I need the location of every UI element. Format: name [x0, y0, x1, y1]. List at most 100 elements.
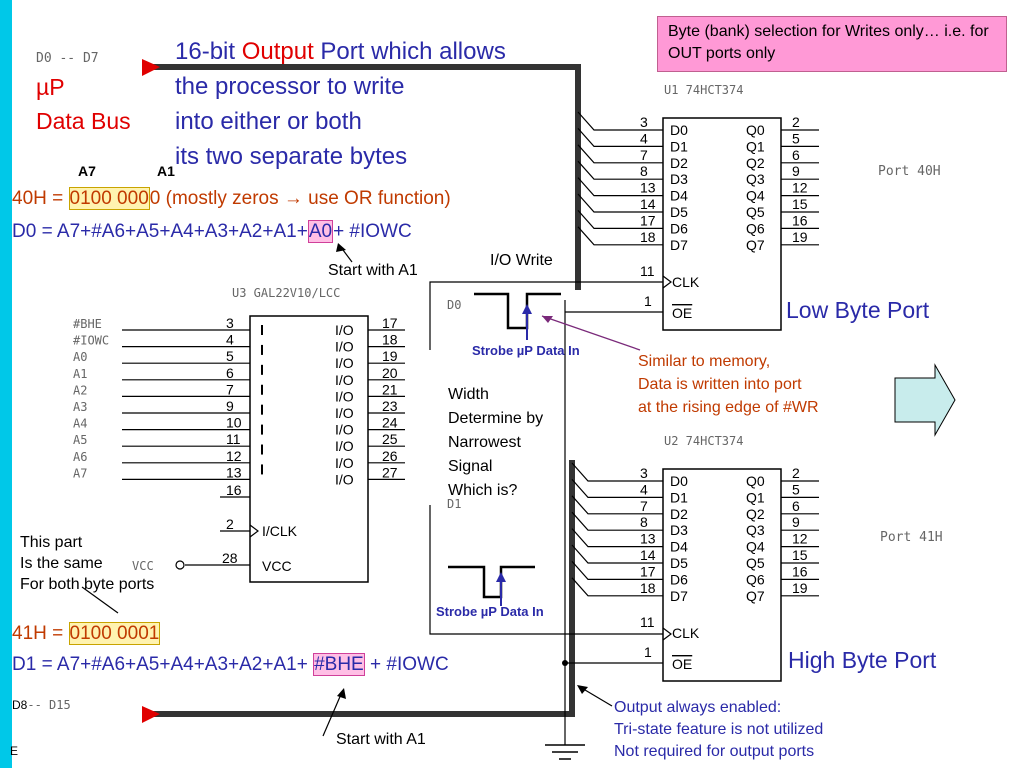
u1-d-label: D3	[670, 171, 688, 187]
u1-out-pin: 12	[792, 180, 808, 196]
u1-clk-triangle	[662, 275, 672, 289]
d0-net-label: D0	[447, 298, 462, 312]
u2-input-wire	[571, 511, 663, 531]
u1-input-wire	[577, 177, 663, 197]
u1-q-label: Q1	[746, 138, 765, 154]
u3-clk-pin: 2	[226, 516, 234, 532]
u2-q-label: Q4	[746, 539, 765, 555]
u3-signal-label: A6	[73, 450, 87, 464]
u1-input-wire	[577, 210, 663, 229]
u1-chip	[662, 117, 782, 331]
u3-io-label: I/O	[335, 388, 354, 404]
u3-io-label: I/O	[335, 471, 354, 487]
u3-in-pin: 10	[226, 415, 242, 431]
u2-in-pin: 4	[640, 481, 648, 497]
u2-q-label: Q1	[746, 489, 765, 505]
u3-in-pin: 5	[226, 348, 234, 364]
u1-oe-label: OE	[672, 305, 692, 321]
output-note: Output always enabled: Tri-state feature…	[614, 697, 823, 763]
eq40-bits: 0100 000	[68, 187, 150, 210]
equation-40h: 40H = 0100 0000 (mostly zeros → use OR f…	[12, 187, 451, 210]
eq41-bits-b: 1	[148, 623, 160, 644]
strobe-low-pulse	[474, 292, 561, 330]
left-accent-stripe	[0, 0, 12, 768]
u1-input-wire	[577, 111, 663, 131]
u2-oe-pin: 1	[644, 644, 652, 660]
heading-emphasis: Output	[241, 38, 314, 65]
u2-clk-pin: 11	[640, 614, 655, 630]
u2-in-pin: 8	[640, 514, 648, 530]
u2-q-label: Q3	[746, 522, 765, 538]
u3-out-pin: 18	[382, 332, 398, 348]
u3-out-pin: 19	[382, 348, 398, 364]
u1-out-pin: 15	[792, 196, 808, 212]
callout-memory-arrow	[541, 315, 641, 351]
u2-out-pin: 16	[792, 563, 808, 579]
memory-note-line-2: Data is written into port	[638, 376, 802, 393]
u3-chip	[249, 315, 369, 583]
u1-title: U1 74HCT374	[664, 83, 743, 97]
u1-d-label: D4	[670, 188, 688, 204]
u2-in-pin: 13	[640, 531, 656, 547]
u3-in-pin: 16	[226, 482, 242, 498]
u2-in-pin: 3	[640, 465, 648, 481]
u1-q-label: Q6	[746, 220, 765, 236]
u3-out-pin: 21	[382, 381, 398, 397]
u1-q-label: Q3	[746, 171, 765, 187]
u3-in-pin: 4	[226, 332, 234, 348]
width-note-line-4: Signal	[448, 458, 493, 475]
u1-in-pin: 8	[640, 163, 648, 179]
u1-out-pin: 16	[792, 212, 808, 228]
eq41-bits-a: 0100 000	[69, 623, 149, 644]
u3-title: U3 GAL22V10/LCC	[232, 286, 340, 300]
u2-d-label: D1	[670, 489, 688, 505]
callout-same-note	[81, 586, 119, 614]
u3-in-pin: 13	[226, 464, 242, 480]
u2-q-label: Q7	[746, 588, 765, 604]
u2-clk-triangle	[662, 627, 672, 641]
u1-q-label: Q7	[746, 237, 765, 253]
u3-io-label: I/O	[335, 422, 354, 438]
u1-input-wire	[577, 160, 663, 180]
u2-q-label: Q2	[746, 506, 765, 522]
u2-q-label: Q0	[746, 473, 765, 489]
u2-in-pin: 14	[640, 547, 656, 563]
u2-input-wire	[571, 495, 663, 515]
low-byte-port-label: Low Byte Port	[786, 297, 930, 323]
width-note-line-5: Which is?	[448, 482, 518, 499]
u3-signal-label: A2	[73, 383, 87, 397]
output-note-line-3: Not required for output ports	[614, 743, 815, 760]
heading-line-4: its two separate bytes	[175, 143, 408, 170]
u2-q-label: Q6	[746, 571, 765, 587]
u2-oe-label: OE	[672, 656, 692, 672]
u1-oe-pin: 1	[644, 293, 652, 309]
port-40h-label: Port 40H	[878, 164, 941, 179]
d1-eq-pre: D1 = A7+#A6+A5+A4+A3+A2+A1+	[12, 654, 314, 675]
u3-signal-label: A3	[73, 400, 87, 414]
u3-clk-label: I/CLK	[262, 523, 298, 539]
u3-io-label: I/O	[335, 438, 354, 454]
callout-start-a1-bottom	[322, 691, 343, 737]
d0-eq-pre: D0 = A7+#A6+A5+A4+A3+A2+A1+	[12, 221, 308, 242]
memory-note-line-1: Similar to memory,	[638, 353, 771, 370]
byte-selection-note: Byte (bank) selection for Writes only… i…	[657, 16, 1007, 72]
u1-out-pin: 9	[792, 163, 800, 179]
width-note: Width Determine by Narrowest Signal Whic…	[448, 383, 543, 503]
u3-in-pin: 12	[226, 448, 242, 464]
up-label: µP	[36, 74, 65, 100]
width-note-line-1: Width	[448, 386, 489, 403]
eq40-bits-a: 0100 000	[69, 188, 149, 209]
u3-io-label: I/O	[335, 322, 354, 338]
bus-high-rest: -- D15	[27, 698, 71, 712]
vcc-terminal	[175, 560, 185, 570]
same-note-line-1: This part	[20, 534, 83, 551]
vcc-net-label: VCC	[132, 559, 154, 573]
u2-out-pin: 9	[792, 514, 800, 530]
u2-in-pin: 7	[640, 498, 648, 514]
u2-out-pin: 12	[792, 531, 808, 547]
u1-d-label: D5	[670, 204, 688, 220]
d0-eq-highlight: A0	[307, 220, 334, 243]
u2-q-label: Q5	[746, 555, 765, 571]
u3-out-pin: 23	[382, 398, 398, 414]
u2-d-label: D7	[670, 588, 688, 604]
